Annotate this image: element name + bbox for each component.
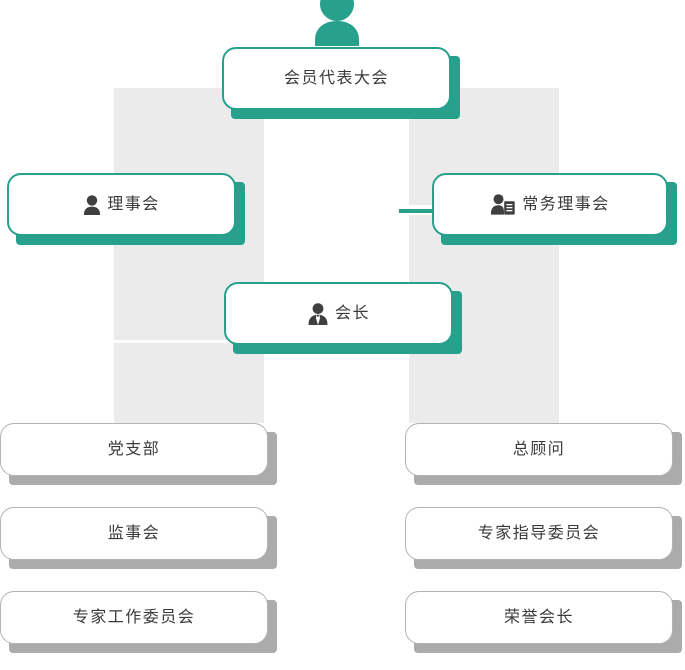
node-assembly[interactable]: 会员代表大会 xyxy=(222,47,460,119)
node-face: 常务理事会 xyxy=(432,173,668,236)
node-face: 党支部 xyxy=(0,423,268,476)
node-face: 理事会 xyxy=(7,173,236,236)
node-face: 会员代表大会 xyxy=(222,47,451,110)
node-face: 荣誉会长 xyxy=(405,591,673,644)
node-label: 监事会 xyxy=(107,524,161,542)
background-band-left-lower xyxy=(114,343,264,423)
node-label: 党支部 xyxy=(107,440,161,458)
person-icon xyxy=(83,194,101,215)
node-expert-guidance-committee[interactable]: 专家指导委员会 xyxy=(405,507,682,569)
node-face: 监事会 xyxy=(0,507,268,560)
node-label: 常务理事会 xyxy=(522,195,610,213)
node-council[interactable]: 理事会 xyxy=(7,173,245,245)
node-party-branch[interactable]: 党支部 xyxy=(0,423,277,485)
node-label: 会长 xyxy=(334,304,370,322)
node-face: 专家工作委员会 xyxy=(0,591,268,644)
connector-council-to-standing xyxy=(399,209,447,213)
node-standing-council[interactable]: 常务理事会 xyxy=(432,173,677,245)
node-face: 总顾问 xyxy=(405,423,673,476)
person-document-icon xyxy=(490,194,516,215)
node-face: 专家指导委员会 xyxy=(405,507,673,560)
node-label: 理事会 xyxy=(107,195,160,213)
node-chief-advisor[interactable]: 总顾问 xyxy=(405,423,682,485)
person-suit-icon xyxy=(307,302,329,325)
node-supervisors[interactable]: 监事会 xyxy=(0,507,277,569)
node-honorary-president[interactable]: 荣誉会长 xyxy=(405,591,682,653)
node-label: 专家指导委员会 xyxy=(477,524,601,542)
node-label: 总顾问 xyxy=(512,440,566,458)
node-label: 专家工作委员会 xyxy=(72,608,196,626)
node-face: 会长 xyxy=(224,282,453,345)
person-icon xyxy=(307,0,367,46)
node-expert-work-committee[interactable]: 专家工作委员会 xyxy=(0,591,277,653)
node-president[interactable]: 会长 xyxy=(224,282,462,354)
node-label: 会员代表大会 xyxy=(283,69,389,87)
node-label: 荣誉会长 xyxy=(503,608,574,626)
